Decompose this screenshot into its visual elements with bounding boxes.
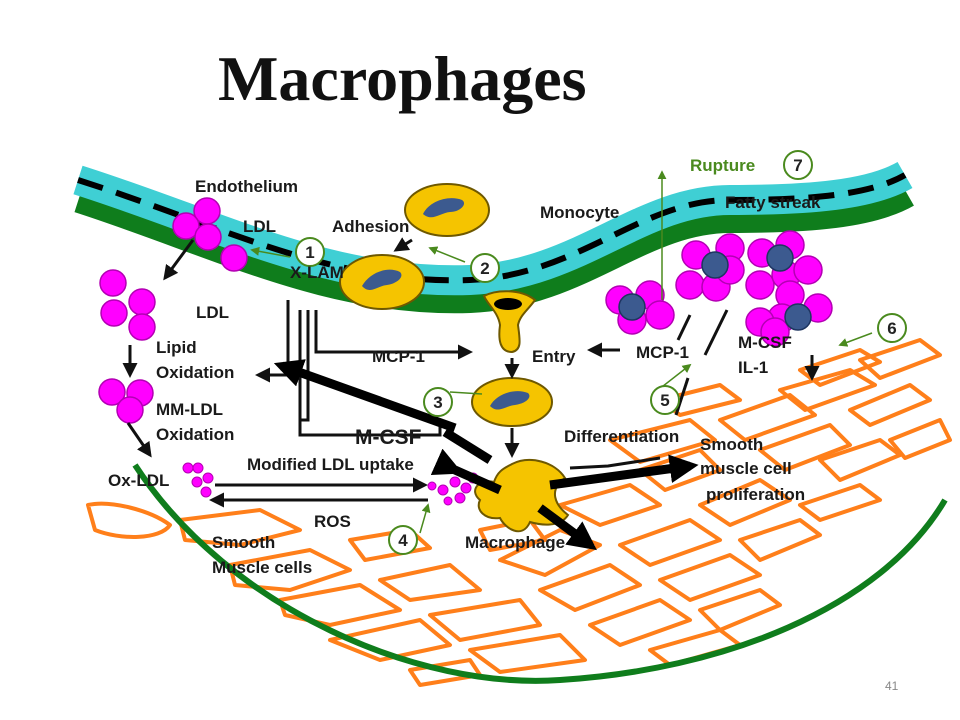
step-leaders [250,246,873,534]
label-lipid-oxidation: Oxidation [156,363,234,382]
label-mcp1-left: MCP-1 [372,347,425,366]
label-mcsf-center: M-CSF [355,426,422,449]
ldl-particles-intima [99,269,156,341]
label-mcsf-right: M-CSF [738,333,792,352]
step-badge-3: 3 [423,387,453,417]
label-ox-ldl: Ox-LDL [108,471,169,490]
label-smooth-prolif-1: Smooth [700,435,763,454]
label-differentiation: Differentiation [564,427,679,446]
step-badge-1: 1 [295,237,325,267]
label-rupture: Rupture [690,156,755,175]
label-monocyte: Monocyte [540,203,619,222]
monocyte-circulating [404,183,490,237]
svg-text:5: 5 [660,391,669,410]
outer-vessel-wall [132,463,948,684]
monocyte-entered [471,377,553,427]
step-badge-6: 6 [877,313,907,343]
label-mcp1-right: MCP-1 [636,343,689,362]
label-entry: Entry [532,347,576,366]
label-xlam: X-LAM [290,263,344,282]
svg-text:2: 2 [480,259,489,278]
fatty-streak-cluster [605,230,833,347]
page-number: 41 [885,679,899,693]
label-smooth-prolif-3: proliferation [706,485,805,504]
smooth-muscle-tissue [86,338,952,687]
label-smooth-muscle-1: Smooth [212,533,275,552]
monocyte-adhered [339,254,425,310]
step-badge-7: 7 [783,150,813,180]
label-mm-ldl-oxidation: Oxidation [156,425,234,444]
svg-text:1: 1 [305,243,314,262]
svg-text:7: 7 [793,156,802,175]
label-fatty-streak: Fatty streak [725,193,821,212]
svg-text:4: 4 [398,531,408,550]
label-ldl-top: LDL [243,217,276,236]
macrophage-output-arrows [273,359,699,551]
label-smooth-muscle-2: Muscle cells [212,558,312,577]
label-lipid: Lipid [156,338,197,357]
label-macrophage: Macrophage [465,533,565,552]
label-il1: IL-1 [738,358,768,377]
label-modified-ldl-uptake: Modified LDL uptake [247,455,414,474]
svg-text:6: 6 [887,319,896,338]
ldl-particles-top [172,197,248,272]
step-badge-2: 2 [470,253,500,283]
step-badge-5: 5 [650,385,680,415]
mm-ldl-particles [98,378,154,424]
label-adhesion: Adhesion [332,217,409,236]
svg-text:3: 3 [433,393,442,412]
label-ros: ROS [314,512,351,531]
slide-title: Macrophages [218,43,587,114]
step-badge-4: 4 [388,525,418,555]
label-endothelium: Endothelium [195,177,298,196]
label-smooth-prolif-2: muscle cell [700,459,792,478]
label-ldl: LDL [196,303,229,322]
ox-ldl-particles [182,462,214,498]
monocyte-transmigrating [482,290,537,354]
label-mm-ldl: MM-LDL [156,400,223,419]
